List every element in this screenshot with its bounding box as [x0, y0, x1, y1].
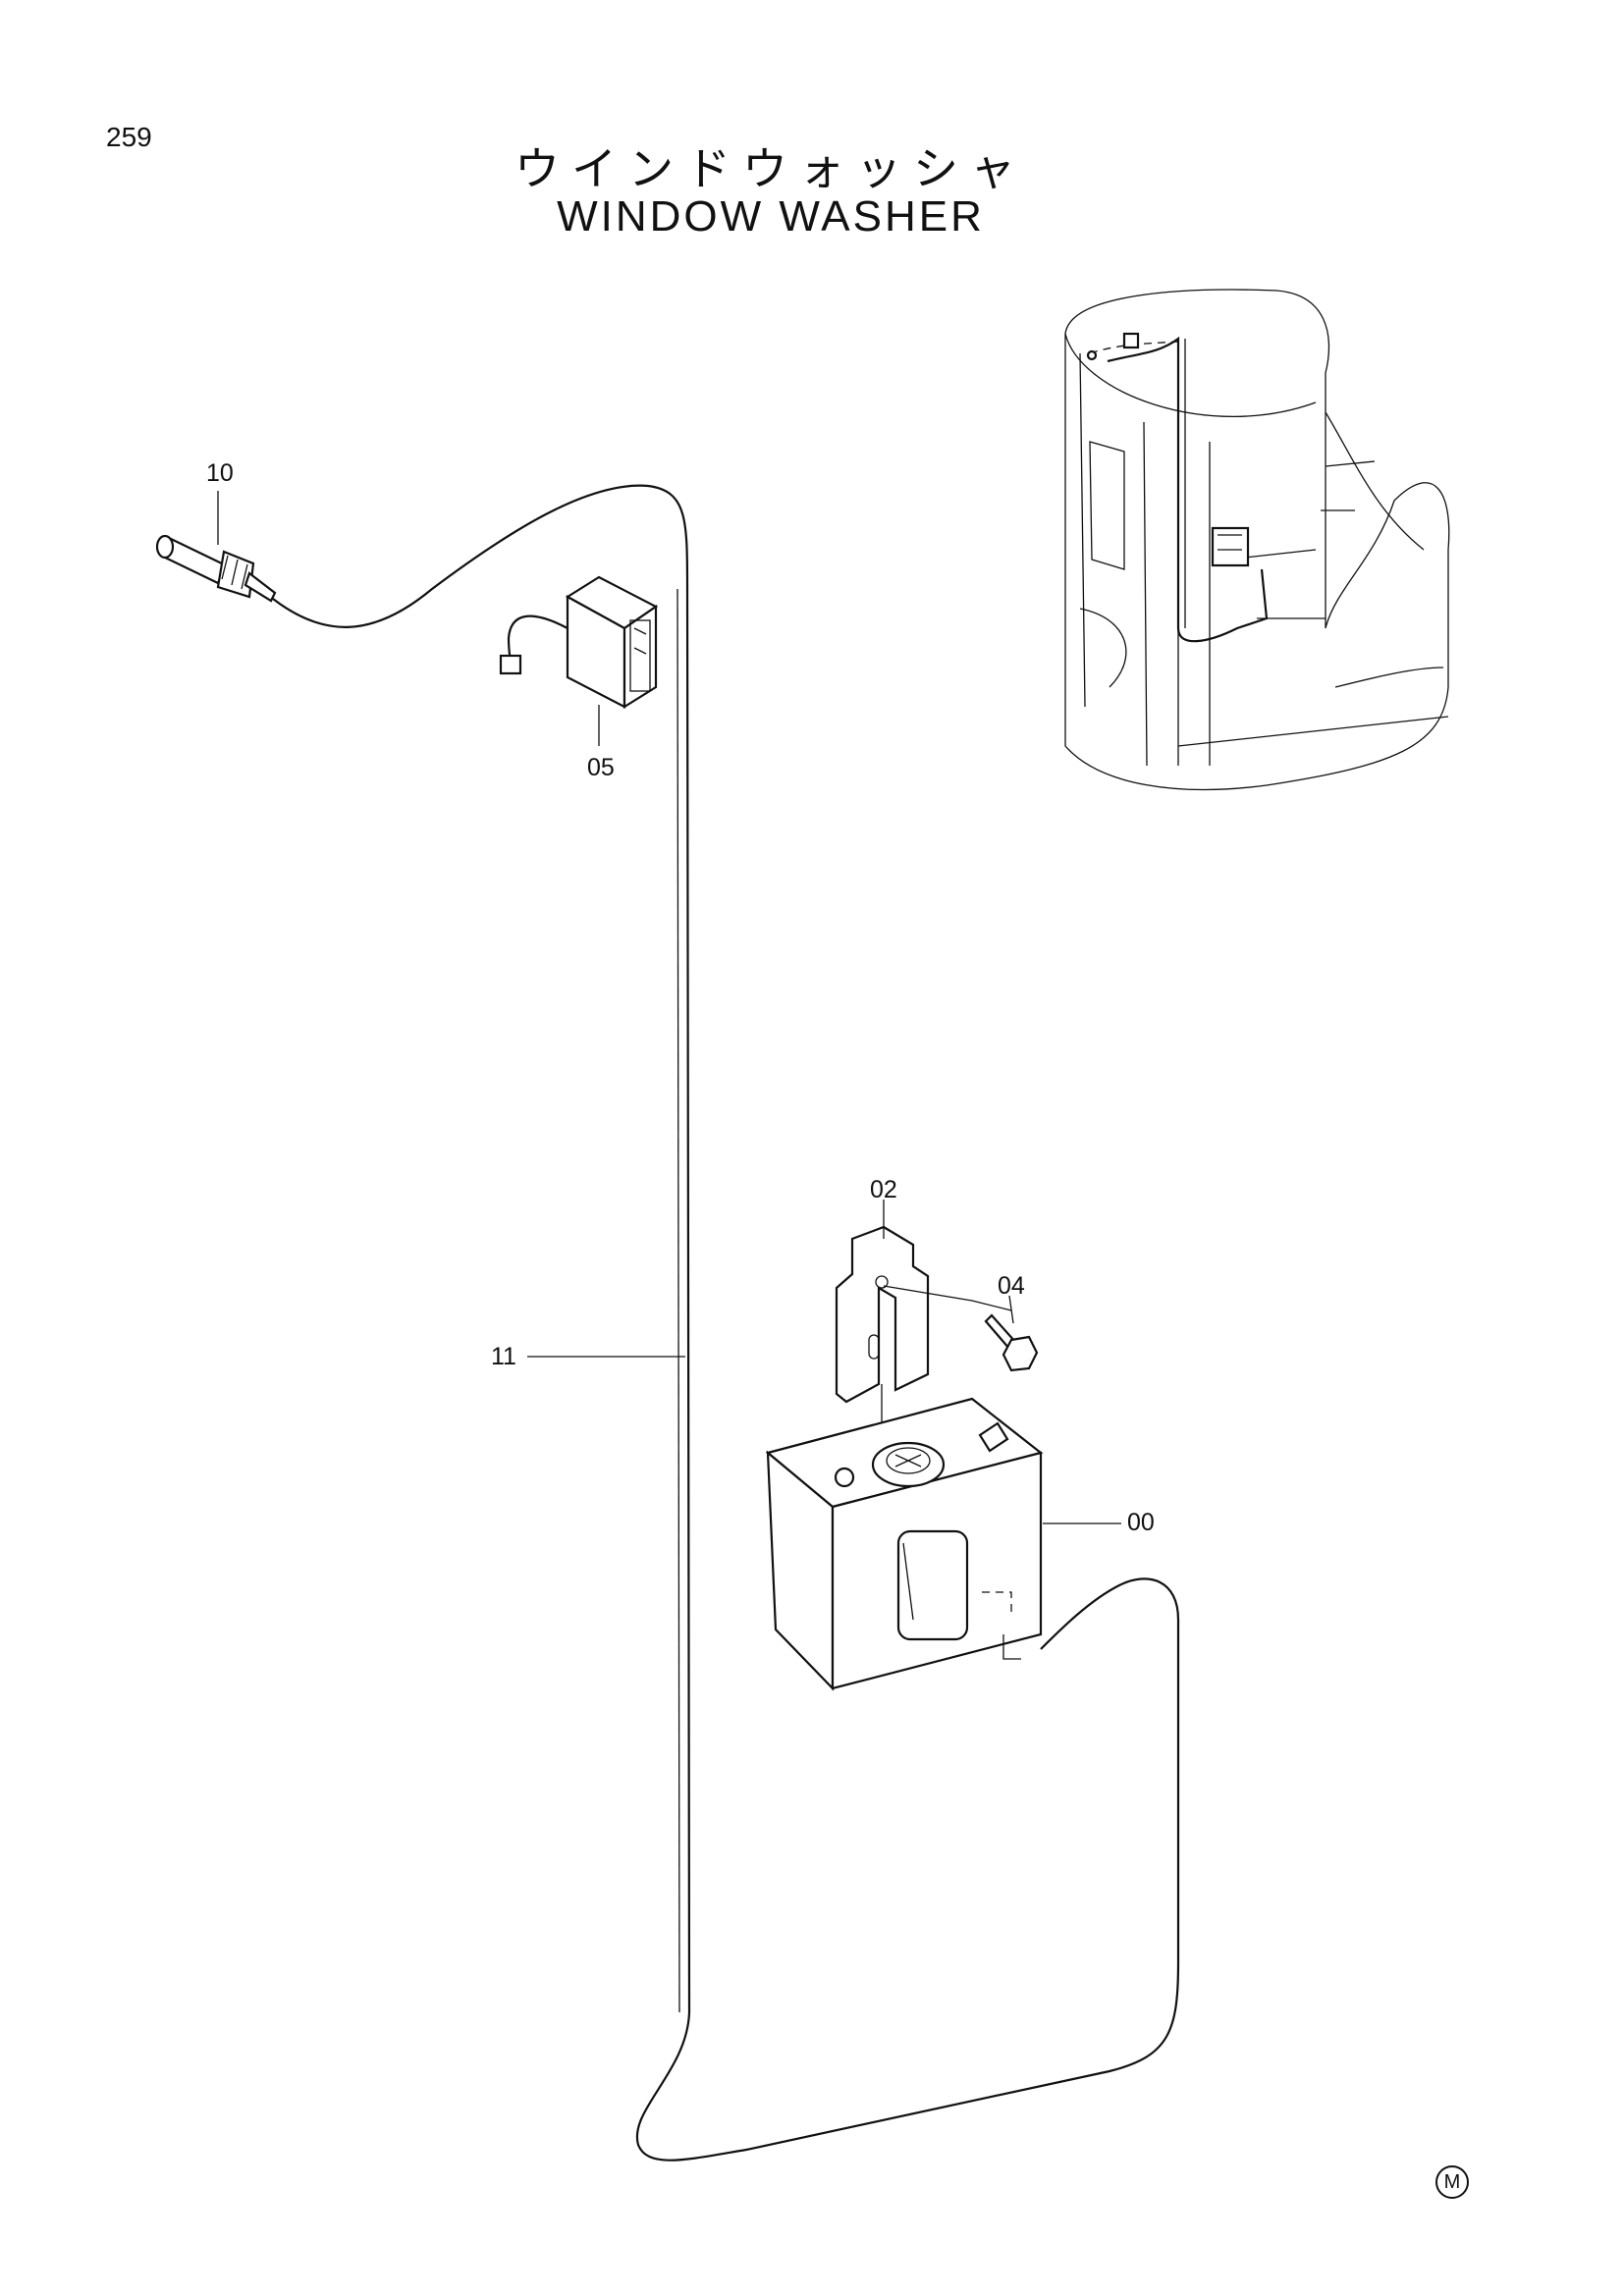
callout-hose: 11 [491, 1343, 516, 1370]
tank-icon [765, 1397, 1044, 1691]
cab-icon [1064, 289, 1450, 791]
callout-tank: 00 [1127, 1509, 1155, 1536]
callout-bolt: 04 [998, 1272, 1025, 1300]
page-title-japanese: ウインドウォッシャ [514, 142, 1027, 195]
callout-nozzle: 10 [206, 459, 234, 487]
nozzle-icon [155, 534, 277, 603]
page-title-english: WINDOW WASHER [557, 192, 985, 240]
bracket-icon [835, 1225, 1012, 1404]
callout-bracket: 02 [870, 1176, 897, 1203]
manufacturer-mark: M [1435, 2165, 1469, 2199]
callout-switch: 05 [587, 754, 615, 781]
washer-hose [272, 484, 1180, 2162]
page-number: 259 [106, 122, 152, 152]
bolt-icon [984, 1313, 1039, 1372]
switch-icon [499, 575, 659, 709]
